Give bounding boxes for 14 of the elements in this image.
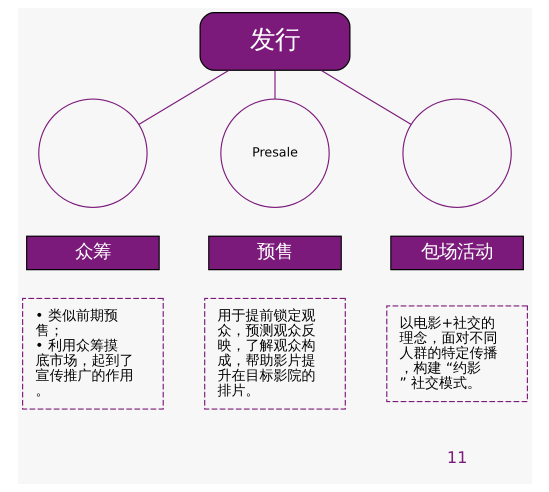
node-box: • 类似前期预售； • 利用众筹摸底市场，起到了宣传推广的作用。 <box>22 298 164 410</box>
node-box: 众筹 <box>26 236 160 270</box>
node-box: 预售 <box>208 236 342 270</box>
node-box: 发行 <box>199 12 350 71</box>
node-circle <box>38 98 148 208</box>
node-box: 以电影+社交的理念，面对不同人群的特定传播，构建 “约影” 社交模式。 <box>386 305 528 402</box>
node-circle: Presale <box>220 98 330 208</box>
node-box: 用于提前锁定观众，预测观众反映，了解观众构成，帮助影片提升在目标影院的排片。 <box>204 298 346 410</box>
connector <box>274 70 276 99</box>
connector <box>320 70 411 125</box>
node-box: 包场活动 <box>390 236 524 270</box>
label: 11 <box>446 448 467 467</box>
node-circle <box>402 98 512 208</box>
connector <box>138 70 228 125</box>
